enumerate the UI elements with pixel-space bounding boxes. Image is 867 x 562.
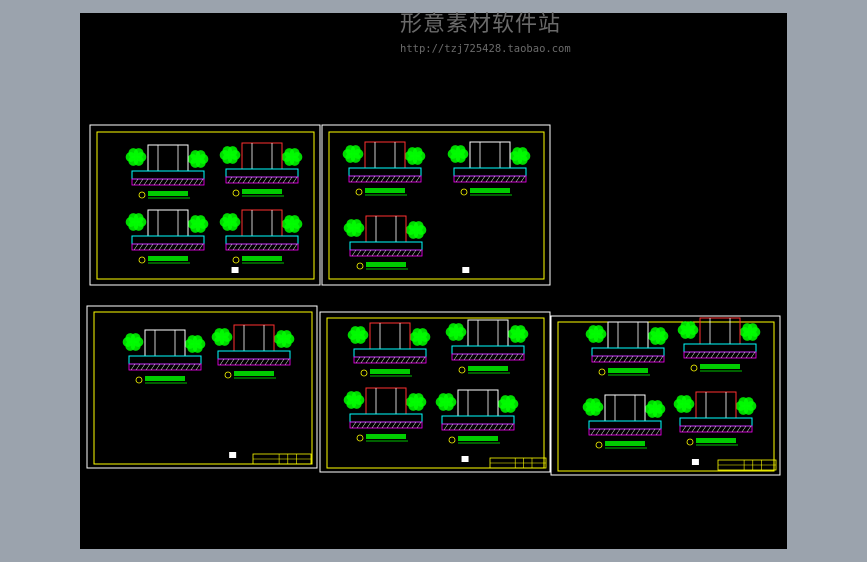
sheet-3[interactable]	[86, 305, 318, 469]
section-detail[interactable]	[219, 209, 303, 264]
sheet-5[interactable]	[550, 315, 781, 476]
sheet-inner-frame	[93, 311, 313, 465]
section-detail[interactable]	[125, 144, 209, 199]
section-detail[interactable]	[342, 141, 426, 196]
title-block	[717, 459, 777, 471]
title-block	[489, 457, 547, 469]
sheet-inner-frame	[328, 131, 545, 280]
sheet-outer-frame	[321, 124, 551, 286]
cad-model-space[interactable]	[80, 13, 787, 549]
section-detail[interactable]	[447, 141, 531, 196]
section-detail[interactable]	[435, 389, 519, 444]
sheet-north-mark	[691, 459, 699, 465]
section-detail[interactable]	[343, 387, 427, 442]
sheet-north-mark	[462, 267, 470, 273]
sheet-outer-frame	[89, 124, 321, 286]
section-detail[interactable]	[585, 321, 669, 376]
section-detail[interactable]	[122, 329, 206, 384]
sheet-outer-frame	[319, 311, 551, 473]
sheet-north-mark	[231, 267, 239, 273]
section-detail[interactable]	[445, 319, 529, 374]
sheet-1[interactable]	[89, 124, 321, 286]
sheet-north-mark	[229, 452, 237, 458]
sheet-outer-frame	[550, 315, 781, 476]
section-detail[interactable]	[219, 142, 303, 197]
sheet-north-mark	[461, 456, 469, 462]
sheet-inner-frame	[96, 131, 315, 280]
sheet-inner-frame	[557, 321, 775, 472]
section-detail[interactable]	[582, 394, 666, 449]
sheet-4[interactable]	[319, 311, 551, 473]
sheet-outer-frame	[86, 305, 318, 469]
section-detail[interactable]	[125, 209, 209, 264]
sheet-inner-frame	[326, 317, 545, 469]
section-detail[interactable]	[677, 317, 761, 372]
title-block	[252, 453, 312, 465]
section-detail[interactable]	[347, 322, 431, 377]
section-detail[interactable]	[211, 324, 295, 379]
section-detail[interactable]	[343, 215, 427, 270]
section-detail[interactable]	[673, 391, 757, 446]
sheet-2[interactable]	[321, 124, 551, 286]
